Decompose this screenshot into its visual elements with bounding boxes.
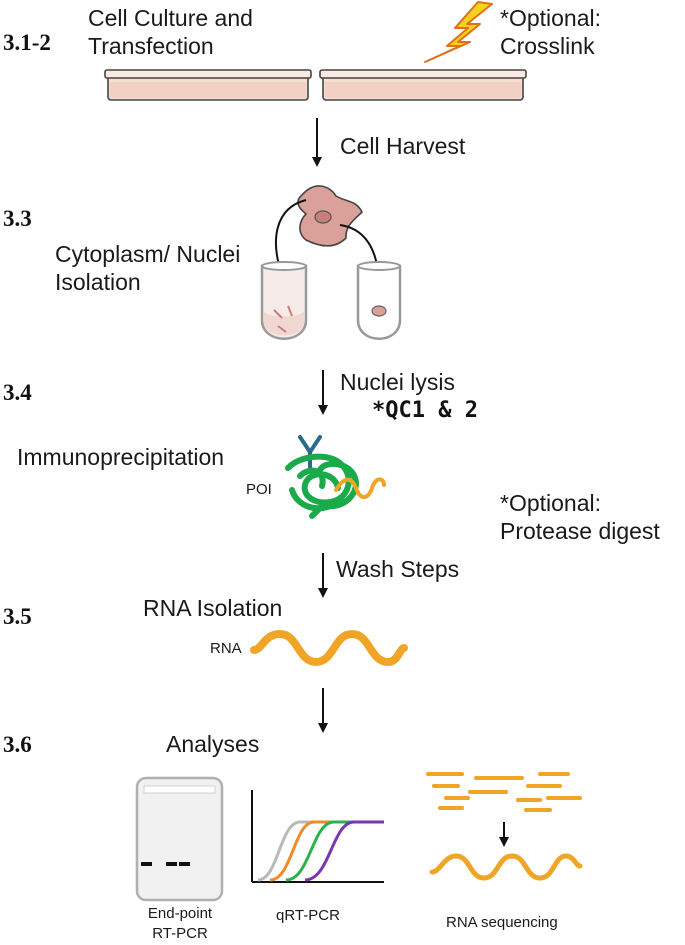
- petri-dish-icon: [104, 69, 312, 101]
- wash-label: Wash Steps: [336, 556, 460, 582]
- rna-strand-bound: [334, 477, 386, 499]
- gel-icon: [135, 776, 224, 902]
- step-label: 3.1-2: [3, 30, 51, 55]
- nucleus-icon: [314, 210, 332, 224]
- isolation-label: Cytoplasm/ Nuclei Isolation: [55, 241, 241, 295]
- rna-isolation-label: RNA Isolation: [143, 595, 283, 621]
- qc-label: *QC1 & 2: [372, 398, 478, 423]
- step-label: 3.4: [3, 380, 32, 405]
- lightning-icon: [424, 1, 493, 63]
- endpoint-label: End-point RT-PCR: [147, 905, 213, 942]
- culture-label: Cell Culture and Transfection: [88, 5, 253, 59]
- tube-icon: [356, 261, 402, 340]
- rna-wave-icon: [250, 629, 408, 667]
- poi-label: POI: [246, 481, 272, 498]
- qpcr-plot-icon: [251, 790, 384, 883]
- crosslink-label: *Optional: Crosslink: [500, 5, 602, 59]
- step-label: 3.3: [3, 206, 32, 231]
- rnaseq-label: RNA sequencing: [446, 914, 558, 931]
- step-label: 3.6: [3, 732, 32, 757]
- rna-fragments-icon: [426, 772, 582, 812]
- harvest-label: Cell Harvest: [340, 133, 466, 159]
- qrtpcr-label: qRT-PCR: [276, 907, 340, 924]
- petri-dish-icon: [319, 69, 527, 101]
- tube-icon: [260, 261, 308, 340]
- protease-label: *Optional: Protease digest: [500, 490, 660, 544]
- rna-wave-small-icon: [429, 853, 583, 881]
- ip-label: Immunoprecipitation: [17, 444, 225, 470]
- rna-label: RNA: [210, 640, 242, 657]
- antibody-icon: [298, 435, 322, 470]
- protein-icon: [285, 453, 359, 519]
- step-label: 3.5: [3, 604, 32, 629]
- analyses-label: Analyses: [166, 731, 260, 757]
- lysis-label: Nuclei lysis: [340, 369, 456, 395]
